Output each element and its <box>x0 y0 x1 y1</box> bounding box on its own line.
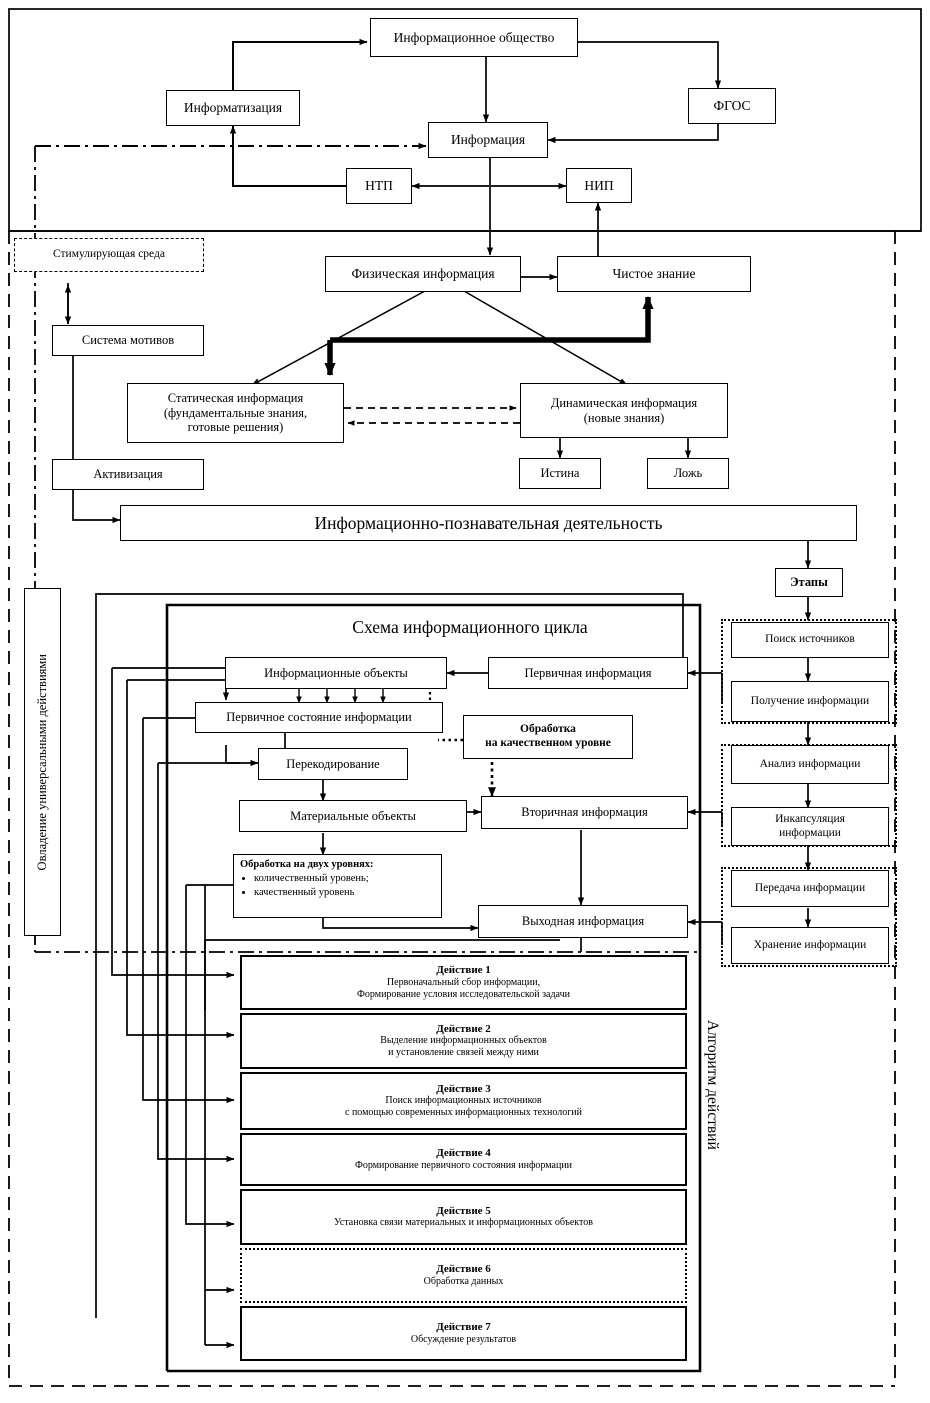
action-3-title: Действие 3 <box>436 1082 491 1095</box>
box-cognitive-activity[interactable]: Информационно-познавательная деятельност… <box>120 505 857 541</box>
action-item-4[interactable]: Действие 4 Формирование первичного состо… <box>240 1133 687 1186</box>
box-truth[interactable]: Истина <box>519 458 601 489</box>
static-information-line3: готовые решения) <box>187 420 284 435</box>
box-informatization[interactable]: Информатизация <box>166 90 300 126</box>
box-activation[interactable]: Активизация <box>52 459 204 490</box>
action-3-line2: с помощью современных информационных тех… <box>345 1107 582 1119</box>
box-nip[interactable]: НИП <box>566 168 632 203</box>
box-dynamic-information[interactable]: Динамическая информация (новые знания) <box>520 383 728 438</box>
box-primary-state[interactable]: Первичное состояние информации <box>195 702 443 733</box>
dynamic-information-line2: (новые знания) <box>583 410 665 425</box>
box-primary-information[interactable]: Первичная информация <box>488 657 688 689</box>
static-information-line2: (фундаментальные знания, <box>163 405 308 420</box>
action-item-2[interactable]: Действие 2 Выделение информационных объе… <box>240 1013 687 1069</box>
box-info-society[interactable]: Информационное общество <box>370 18 578 57</box>
box-stage-source-search[interactable]: Поиск источников <box>731 622 889 658</box>
two-level-item-quantitative: количественный уровень; <box>254 872 435 885</box>
action-item-6[interactable]: Действие 6 Обработка данных <box>240 1248 687 1303</box>
box-stage-analyze-information[interactable]: Анализ информации <box>731 745 889 784</box>
two-level-processing-list: количественный уровень; качественный уро… <box>240 872 435 898</box>
action-1-line1: Первоначальный сбор информации, <box>386 976 541 988</box>
action-7-title: Действие 7 <box>436 1321 491 1334</box>
action-3-line1: Поиск информационных источников <box>385 1095 542 1107</box>
box-static-information[interactable]: Статическая информация (фундаментальные … <box>127 383 344 443</box>
action-6-title: Действие 6 <box>436 1263 491 1276</box>
action-1-title: Действие 1 <box>436 964 491 977</box>
stages-group-1 <box>721 619 897 724</box>
two-level-processing-header: Обработка на двух уровнях: <box>240 859 374 870</box>
box-output-information[interactable]: Выходная информация <box>478 905 688 938</box>
box-fgos[interactable]: ФГОС <box>688 88 776 124</box>
qualitative-processing-line1: Обработка <box>520 723 576 736</box>
action-6-line1: Обработка данных <box>423 1275 504 1287</box>
action-2-title: Действие 2 <box>436 1022 491 1035</box>
action-item-7[interactable]: Действие 7 Обсуждение результатов <box>240 1306 687 1361</box>
stages-group-3 <box>721 867 897 967</box>
action-item-3[interactable]: Действие 3 Поиск информационных источник… <box>240 1072 687 1130</box>
box-qualitative-processing[interactable]: Обработка на качественном уровне <box>463 715 633 759</box>
mastering-universal-actions-text: Овладение универсальными действиями <box>35 653 50 871</box>
box-recoding[interactable]: Перекодирование <box>258 748 408 780</box>
algorithm-of-actions-text: Алгоритм действий <box>704 1020 721 1150</box>
box-stage-obtain-information[interactable]: Получение информации <box>731 681 889 722</box>
action-1-line2: Формирование условия исследовательской з… <box>357 988 570 1000</box>
action-4-line1: Формирование первичного состояния информ… <box>354 1159 573 1171</box>
two-level-item-qualitative: качественный уровень <box>254 886 435 899</box>
box-physical-information[interactable]: Физическая информация <box>325 256 521 292</box>
qualitative-processing-line2: на качественном уровне <box>485 737 611 749</box>
box-stage-transmit-information[interactable]: Передача информации <box>731 870 889 907</box>
box-stage-store-information[interactable]: Хранение информации <box>731 927 889 964</box>
box-information[interactable]: Информация <box>428 122 548 158</box>
action-2-line2: и установление связей между ними <box>388 1047 539 1059</box>
action-item-1[interactable]: Действие 1 Первоначальный сбор информаци… <box>240 955 687 1010</box>
box-pure-knowledge[interactable]: Чистое знание <box>557 256 751 292</box>
label-mastering-universal-actions: Овладение универсальными действиями <box>24 588 61 936</box>
box-material-objects[interactable]: Материальные объекты <box>239 800 467 832</box>
cycle-title: Схема информационного цикла <box>352 617 588 637</box>
box-information-objects[interactable]: Информационные объекты <box>225 657 447 689</box>
box-stages-header[interactable]: Этапы <box>775 568 843 597</box>
action-4-title: Действие 4 <box>436 1147 491 1160</box>
stage-encapsulate-line1: Инкапсуляция <box>775 812 845 825</box>
box-ntp[interactable]: НТП <box>346 168 412 204</box>
static-information-line1: Статическая информация <box>167 390 304 405</box>
box-stimulating-environment[interactable]: Стимулирующая среда <box>14 238 204 272</box>
action-7-line1: Обсуждение результатов <box>410 1333 517 1345</box>
box-secondary-information[interactable]: Вторичная информация <box>481 796 688 829</box>
dynamic-information-line1: Динамическая информация <box>550 395 698 410</box>
box-stage-encapsulate-information[interactable]: Инкапсуляция информации <box>731 807 889 846</box>
stage-encapsulate-line2: информации <box>779 826 841 839</box>
label-algorithm-of-actions: Алгоритм действий <box>703 1020 727 1320</box>
action-item-5[interactable]: Действие 5 Установка связи материальных … <box>240 1189 687 1245</box>
action-5-title: Действие 5 <box>436 1204 491 1217</box>
box-motives-system[interactable]: Система мотивов <box>52 325 204 356</box>
box-two-level-processing[interactable]: Обработка на двух уровнях: количественны… <box>233 854 442 918</box>
action-2-line1: Выделение информационных объектов <box>380 1035 547 1047</box>
box-lie[interactable]: Ложь <box>647 458 729 489</box>
action-5-line1: Установка связи материальных и информаци… <box>334 1217 593 1229</box>
